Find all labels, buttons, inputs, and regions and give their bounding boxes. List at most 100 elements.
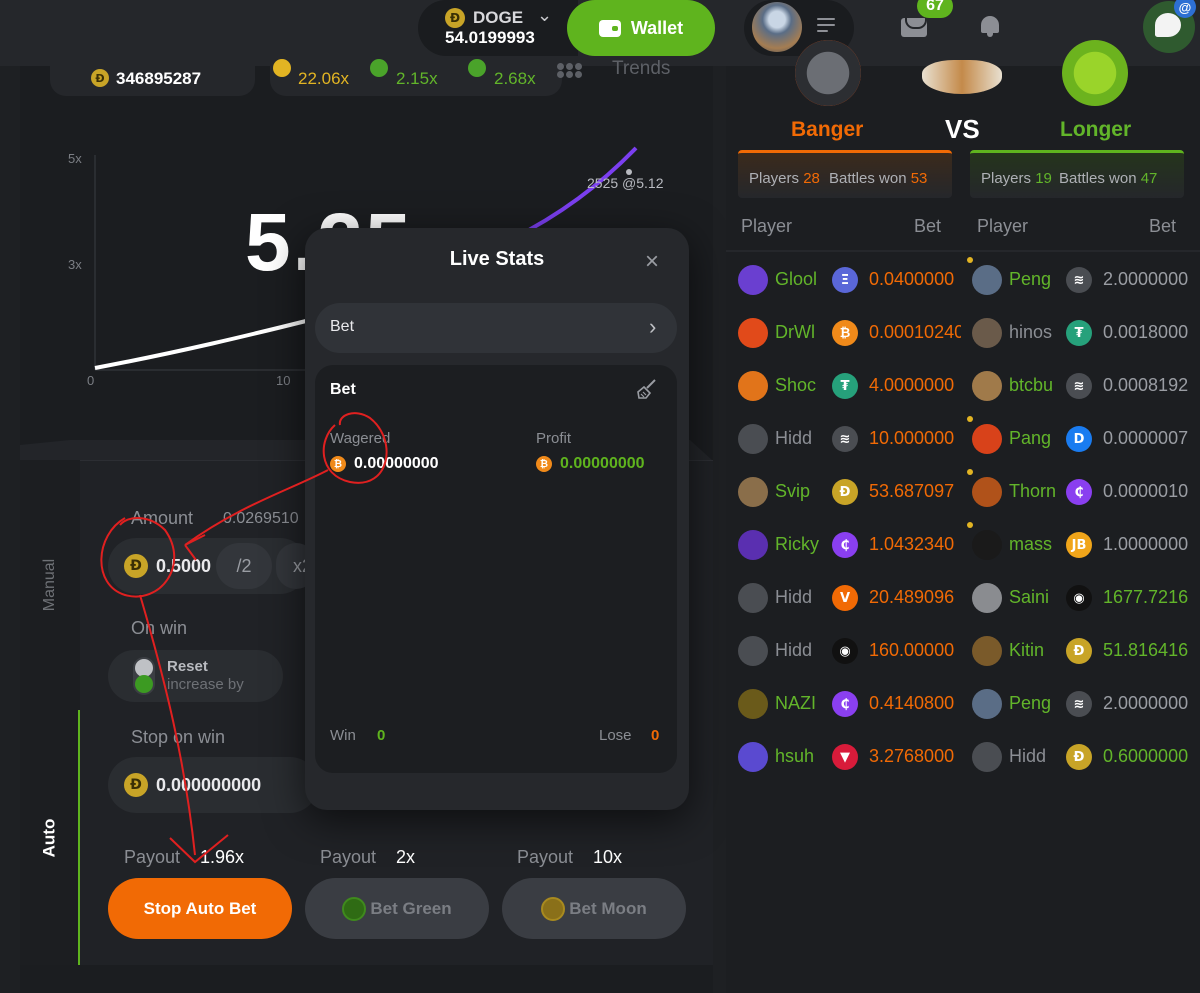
player-name[interactable]: Hidd [775,428,813,448]
player-avatar[interactable] [972,477,1002,507]
green-chip-icon [342,896,367,921]
avatar[interactable] [752,2,802,52]
broom-icon[interactable] [635,377,659,401]
bell-icon[interactable] [979,14,1001,38]
player-name[interactable]: Hidd [1009,746,1047,766]
wagered-label: Wagered [330,430,391,447]
team-a-stats-text: Players 28 [749,170,820,187]
x-tick-label: 0 [87,373,95,388]
doge-icon: Ð [124,554,148,578]
chevron-down-icon: ⌄ [537,5,553,25]
tab-manual[interactable]: Manual [20,460,80,710]
player-name[interactable]: Pang [1009,428,1052,448]
player-avatar[interactable] [972,265,1002,295]
player-name[interactable]: Ricky [775,534,819,554]
bet-moon-button[interactable]: Bet Moon [502,878,686,939]
wallet-button[interactable]: Wallet [567,0,715,56]
player-avatar[interactable] [972,424,1002,454]
stop-auto-bet-button[interactable]: Stop Auto Bet [108,878,292,939]
chevron-right-icon: › [649,314,657,339]
stats-type-select[interactable]: Bet › [315,303,677,353]
player-name[interactable]: btcbu [1009,375,1054,395]
reset-increase-toggle[interactable] [133,657,155,695]
player-name[interactable]: Kitin [1009,640,1045,660]
player-avatar[interactable] [972,583,1002,613]
player-name[interactable]: Glool [775,269,818,289]
increase-label: increase by [167,676,244,693]
bet-amount: 3.2768000 [869,746,955,766]
player-avatar[interactable] [972,371,1002,401]
half-label: /2 [236,555,252,576]
tab-auto-label: Auto [39,818,58,857]
player-name[interactable]: hsuh [775,746,815,766]
player-avatar[interactable] [972,689,1002,719]
payout-value: 10x [593,847,623,867]
user-menu[interactable] [744,0,854,56]
bet-amount: 0.0008192 [1103,375,1189,395]
bet-amount: 0.4140800 [869,693,955,713]
tab-auto[interactable]: Auto [20,710,80,965]
player-avatar[interactable] [738,318,768,348]
doge-icon: Ð [91,69,109,87]
stop-on-win-label: Stop on win [131,727,226,747]
stop-auto-bet-label: Stop Auto Bet [143,898,257,918]
player-avatar[interactable] [738,689,768,719]
player-name[interactable]: Peng [1009,693,1052,713]
close-icon[interactable]: × [645,248,660,275]
player-avatar[interactable] [738,636,768,666]
player-avatar[interactable] [738,265,768,295]
y-tick-label: 3x [68,257,82,272]
col-player-header: Player [741,216,793,236]
top-bar: Ð DOGE ⌄ 54.0199993 Wallet 67 @ [0,0,1200,66]
green-payout-value: 2.15x [396,69,438,88]
green-dot-icon [370,59,388,77]
player-avatar[interactable] [738,371,768,401]
players-count: 19 [1035,170,1052,187]
win-value: 0 [377,727,386,744]
player-avatar[interactable] [738,583,768,613]
on-win-label: On win [131,618,188,638]
player-name[interactable]: Peng [1009,269,1052,289]
wallet-label: Wallet [630,17,684,38]
stats-card-title: Bet [330,381,356,398]
bet-amount: 0.6000000 [1103,746,1189,766]
player-name[interactable]: DrWl [775,322,815,342]
player-name[interactable]: Thorn [1009,481,1057,501]
wagered-value: 0.00000000 [354,455,439,472]
player-name[interactable]: Saini [1009,587,1050,607]
player-avatar[interactable] [738,530,768,560]
history-stat-pill[interactable] [270,66,562,96]
half-button[interactable]: /2 [216,543,272,589]
player-name[interactable]: Hidd [775,640,813,660]
player-name[interactable]: NAZI [775,693,817,713]
currency-icon: ▼ [832,744,858,770]
player-avatar[interactable] [972,636,1002,666]
player-name[interactable]: mass [1009,534,1053,554]
vs-mascot-icon [922,60,1002,94]
player-name[interactable]: hinos [1009,322,1053,342]
player-name[interactable]: Shoc [775,375,817,395]
currency-icon: Ð [1066,744,1092,770]
player-name[interactable]: Hidd [775,587,813,607]
player-avatar[interactable] [738,477,768,507]
player-name[interactable]: Svip [775,481,811,501]
menu-icon[interactable] [817,18,835,34]
stats-card: Bet Wagered ₿ 0.00000000 Profit ₿ 0.0000… [315,365,677,773]
stop-on-win-value: 0.000000000 [156,775,262,795]
moon-chip-icon [541,896,566,921]
amount-value: 0.5000 [156,556,212,576]
player-avatar[interactable] [738,742,768,772]
player-avatar[interactable] [972,530,1002,560]
player-avatar[interactable] [738,424,768,454]
mail-count-badge: 67 [917,0,953,18]
amount-label: Amount [131,508,194,528]
currency-selector[interactable]: Ð DOGE ⌄ 54.0199993 [418,0,578,56]
moon-payout-value: 22.06x [298,69,350,88]
mail-icon[interactable] [901,18,927,37]
currency-icon: ◉ [1066,585,1092,611]
player-avatar[interactable] [972,318,1002,348]
bet-green-button[interactable]: Bet Green [305,878,489,939]
bet-amount: 0.0000007 [1103,428,1189,448]
currency-icon: Ð [1066,638,1092,664]
player-avatar[interactable] [972,742,1002,772]
